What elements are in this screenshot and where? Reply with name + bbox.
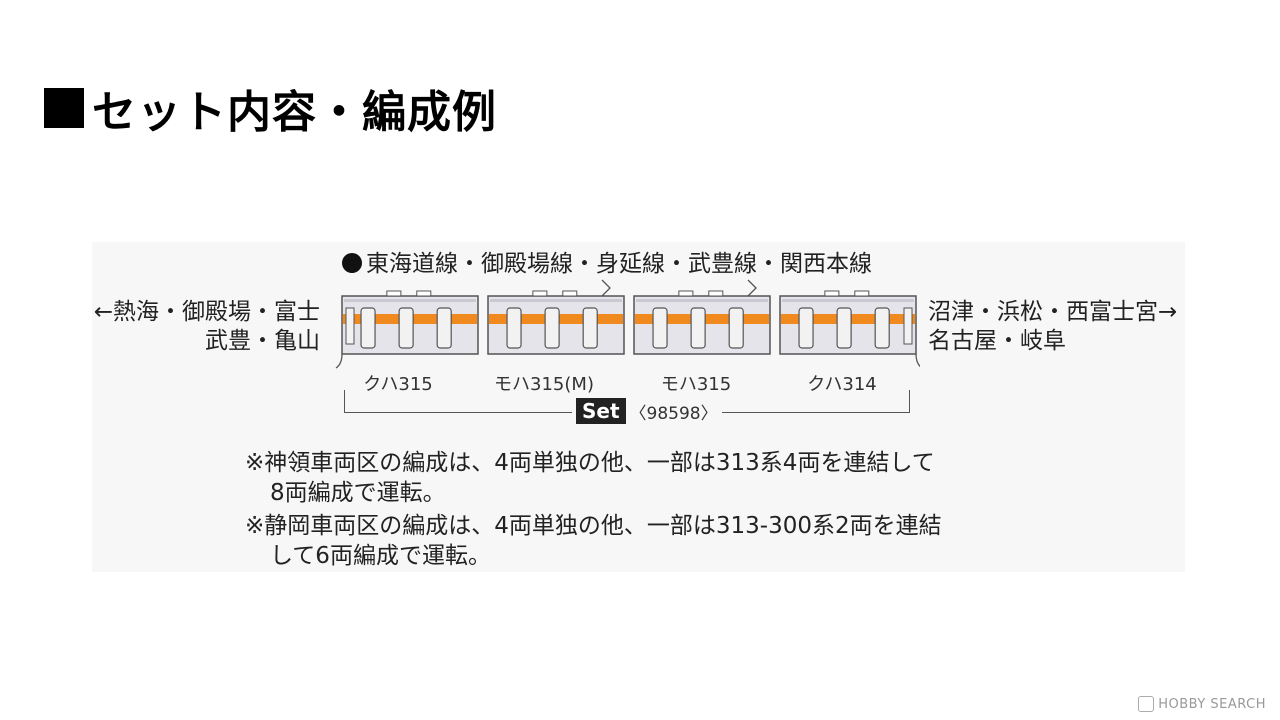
- car-2-door-1: [506, 307, 522, 349]
- car-4-door-1: [798, 307, 814, 349]
- front-skirt-left: [335, 353, 343, 369]
- roof-unit-1: [386, 290, 402, 297]
- note-2: ※静岡車両区の編成は、4両単独の他、一部は313-300系2両を連結 して6両編…: [245, 511, 942, 571]
- car-label-2: モハ315(M): [494, 374, 594, 395]
- roof-unit-2: [532, 290, 548, 297]
- pantograph-3: [747, 279, 757, 297]
- roof-unit-b-2: [562, 290, 578, 297]
- car-label-3: モハ315: [660, 374, 732, 395]
- car-label-1: クハ315: [363, 374, 433, 395]
- page-title-text: セット内容・編成例: [92, 87, 497, 138]
- car-4-door-2: [836, 307, 852, 349]
- car-3-door-3: [728, 307, 744, 349]
- car-1-door-2: [398, 307, 414, 349]
- car-1-door-1: [360, 307, 376, 349]
- car-2-door-2: [544, 307, 560, 349]
- car-roof-2: [490, 299, 622, 302]
- watermark-text: HOBBY SEARCH: [1158, 696, 1266, 712]
- car-roof-1: [344, 299, 476, 302]
- cab-window-4: [903, 307, 913, 345]
- note-1: ※神領車両区の編成は、4両単独の他、一部は313系4両を連結して 8両編成で運転…: [245, 448, 935, 508]
- roof-unit-b-4: [854, 290, 870, 297]
- bullet-dot-icon: [342, 253, 362, 273]
- set-number: 〈98598〉: [629, 403, 718, 424]
- square-bullet-icon: [44, 88, 84, 128]
- destination-right-line1: 沼津・浜松・西富士宮→: [928, 299, 1178, 325]
- pantograph-2: [601, 279, 611, 297]
- watermark: HOBBY SEARCH: [1138, 696, 1266, 712]
- front-skirt-right: [915, 353, 920, 368]
- route-header-text: 東海道線・御殿場線・身延線・武豊線・関西本線: [366, 251, 872, 277]
- car-label-4: クハ314: [807, 374, 877, 395]
- set-badge: Set: [576, 398, 626, 424]
- note-2-line1: ※静岡車両区の編成は、4両単独の他、一部は313-300系2両を連結: [245, 513, 942, 539]
- roof-unit-b-1: [416, 290, 432, 297]
- roof-unit-4: [824, 290, 840, 297]
- cab-window-1: [345, 307, 355, 345]
- train-illustration: [335, 279, 920, 369]
- note-1-line1: ※神領車両区の編成は、4両単独の他、一部は313系4両を連結して: [245, 450, 935, 476]
- page-title: セット内容・編成例: [44, 78, 497, 138]
- car-roof-4: [782, 299, 914, 302]
- route-header: 東海道線・御殿場線・身延線・武豊線・関西本線: [342, 244, 872, 278]
- destination-left-line1: ←熱海・御殿場・富士: [93, 299, 320, 325]
- car-3-door-2: [690, 307, 706, 349]
- note-1-line2: 8両編成で運転。: [270, 480, 446, 506]
- car-1-door-3: [436, 307, 452, 349]
- car-4-door-3: [874, 307, 890, 349]
- destination-right-line2: 名古屋・岐阜: [928, 328, 1066, 354]
- roof-unit-3: [678, 290, 694, 297]
- note-2-line2: して6両編成で運転。: [270, 543, 491, 569]
- set-indicator: Set 〈98598〉: [572, 398, 722, 424]
- car-2-door-3: [582, 307, 598, 349]
- watermark-logo-icon: [1138, 696, 1155, 712]
- destination-left-line2: 武豊・亀山: [205, 328, 320, 354]
- roof-unit-b-3: [708, 290, 724, 297]
- car-3-door-1: [652, 307, 668, 349]
- car-roof-3: [636, 299, 768, 302]
